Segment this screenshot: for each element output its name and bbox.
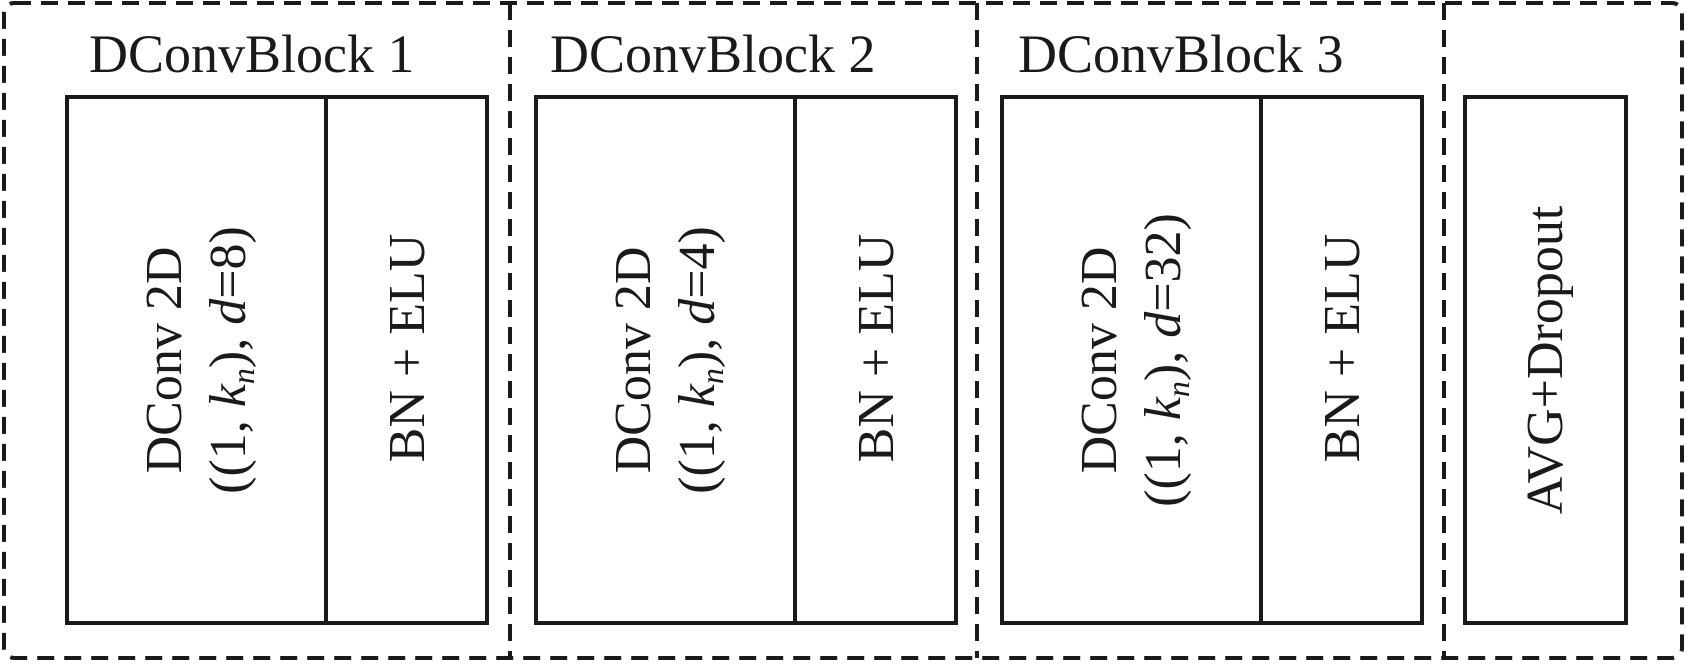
block-1-conv-line2: ((1, kn), d=8) xyxy=(200,226,261,494)
block-2-conv-line2: ((1, kn), d=4) xyxy=(669,226,730,494)
block-2-title: DConvBlock 2 xyxy=(550,24,876,84)
block-3-bn-elu-box xyxy=(1259,95,1424,625)
block-1-conv-line1: DConv 2D xyxy=(136,247,193,474)
block-2-bn-elu-box xyxy=(793,95,958,625)
block-1-bn-elu-label: BN + ELU xyxy=(379,234,436,463)
block-3-title: DConvBlock 3 xyxy=(1018,24,1344,84)
block-3-bn-elu-label: BN + ELU xyxy=(1314,234,1371,463)
block-3-conv-box xyxy=(1000,95,1263,625)
block-2-conv-box xyxy=(534,95,797,625)
block-2-conv-line1: DConv 2D xyxy=(605,247,662,474)
block-1-conv-box xyxy=(65,95,328,625)
block-3-conv-line1: DConv 2D xyxy=(1071,247,1128,474)
block-1-bn-elu-box xyxy=(324,95,489,625)
block-1-title: DConvBlock 1 xyxy=(89,24,415,84)
avg-dropout-label: AVG+Dropout xyxy=(1517,205,1574,514)
avg-dropout-box xyxy=(1463,95,1628,625)
block-3-conv-line2: ((1, kn), d=32) xyxy=(1135,213,1196,507)
block-2-bn-elu-label: BN + ELU xyxy=(848,234,905,463)
